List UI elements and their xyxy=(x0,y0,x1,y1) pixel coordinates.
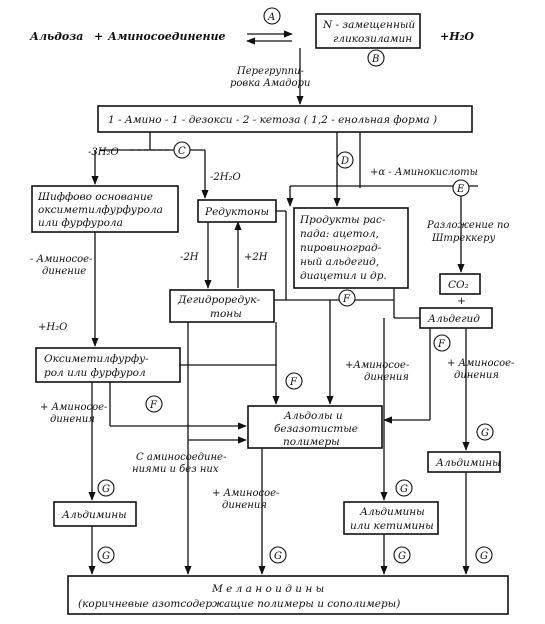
circle-f3-text: F xyxy=(437,339,446,350)
circle-a-marker xyxy=(263,7,281,25)
aldose-label: Альдоза xyxy=(29,30,83,43)
circle-g1-text: G xyxy=(481,428,489,439)
amino-c-line1: +Аминосое- xyxy=(345,360,410,371)
circle-c-marker xyxy=(173,141,191,159)
aldols-line2: безазотистые xyxy=(274,423,358,435)
glycosylamine-line1: N - замещенный xyxy=(322,19,415,31)
hmf-box xyxy=(35,347,181,383)
circle-g3-marker xyxy=(269,546,287,564)
amino-compound-label: Аминосоединение xyxy=(107,30,225,43)
circle-g3-text: G xyxy=(274,551,282,562)
amino-ketose-text: 1 - Амино - 1 - дезокси - 2 - кетоза ( 1… xyxy=(108,114,437,126)
aldehyde-text: Альдегид xyxy=(427,313,480,325)
amino-ketose-box xyxy=(97,105,473,133)
melanoidins-title: М е л а н о и д и н ы xyxy=(211,583,324,595)
minus-2h-label: -2H xyxy=(180,252,199,263)
decomposition-products-box xyxy=(293,207,409,289)
co2-text: CO₂ xyxy=(448,279,469,291)
circle-g4-text: G xyxy=(480,551,488,562)
amino-d-line1: + Аминосое- xyxy=(447,358,515,369)
minus-3h2o-label: -3H₂O xyxy=(88,147,119,158)
dehydro-line2: тоны xyxy=(210,308,242,320)
circle-b-marker xyxy=(367,49,385,67)
plus-co2-sign: + xyxy=(457,295,466,307)
strecker-line2: Штреккеру xyxy=(431,233,495,244)
amino-a-line2: динения xyxy=(50,414,95,425)
schiff-line1: Шиффово основание xyxy=(37,191,153,203)
circle-f1-text: F xyxy=(342,294,351,305)
circle-f3-marker xyxy=(433,334,451,352)
circle-b-text: B xyxy=(371,54,379,65)
ketimines-line2: или кетимины xyxy=(350,520,434,532)
schiff-line3: или фурфурола xyxy=(38,217,123,229)
products-line4: ный альдегид, xyxy=(300,256,379,268)
dehydroreductones-box xyxy=(169,289,275,323)
with-line2: ниями и без них xyxy=(132,464,219,475)
circle-g2-text: G xyxy=(102,484,110,495)
with-line1: С аминосоедине- xyxy=(136,452,227,463)
schiff-base-box xyxy=(31,185,179,233)
aldols-line3: полимеры xyxy=(283,436,340,448)
circle-g7-text: G xyxy=(102,551,110,562)
ketimines-line1: Альдимины xyxy=(359,506,425,518)
plus-h2o-label: +H₂O xyxy=(38,322,67,333)
products-line1: Продукты рас- xyxy=(299,214,386,226)
amadori-line1: Перегруппи- xyxy=(236,66,305,77)
plus-amino-acids-label: +α - Аминокислоты xyxy=(370,167,478,178)
glycosylamine-line2: гликозиламин xyxy=(333,33,412,45)
circle-g1-marker xyxy=(476,423,494,441)
plus-sign: + xyxy=(94,30,103,43)
minus-2h2o-label: -2H₂O xyxy=(210,172,241,183)
circle-g7-marker xyxy=(97,546,115,564)
circle-f2-marker xyxy=(285,372,303,390)
plus-water-label: +H₂O xyxy=(440,30,474,43)
circle-d-marker xyxy=(336,151,354,169)
amino-b-line1: + Аминосое- xyxy=(212,488,280,499)
circle-g6-text: G xyxy=(398,551,406,562)
strecker-line1: Разложение по xyxy=(426,220,509,231)
amino-b-line2: динения xyxy=(222,500,267,511)
aldols-box xyxy=(247,405,383,449)
products-line5: диацетил и др. xyxy=(300,270,387,282)
circle-e-text: E xyxy=(456,184,465,195)
minus-amino-line1: - Аминосое- xyxy=(30,254,93,265)
circle-f1-marker xyxy=(338,289,356,307)
amino-a-line1: + Аминосое- xyxy=(40,402,108,413)
circle-g4-marker xyxy=(475,546,493,564)
aldols-line1: Альдолы и xyxy=(283,410,343,422)
reductones-text: Редуктоны xyxy=(204,206,269,218)
hmf-line1: Оксиметилфурфу- xyxy=(44,353,149,365)
products-line3: пировиноград- xyxy=(300,242,382,254)
circle-g5-text: G xyxy=(400,484,408,495)
circle-g5-marker xyxy=(395,479,413,497)
glycosylamine-box xyxy=(315,13,421,49)
circle-d-text: D xyxy=(340,156,349,167)
amino-d-line2: динения xyxy=(454,370,499,381)
products-line2: пада: ацетол, xyxy=(300,228,379,240)
amadori-line2: ровка Амадори xyxy=(230,78,310,89)
co2-box xyxy=(439,273,481,295)
circle-a-text: A xyxy=(267,12,275,23)
plus-2h-label: +2H xyxy=(244,252,268,263)
ketimines-box xyxy=(343,501,439,535)
amino-c-line2: динения xyxy=(364,372,409,383)
circle-f2-text: F xyxy=(289,377,298,388)
schiff-line2: оксиметилфурфурола xyxy=(38,204,163,216)
melanoidins-subtitle: (коричневые азотсодержащие полимеры и со… xyxy=(78,598,400,610)
circle-f4-text: F xyxy=(149,400,158,411)
aldimines-right-box xyxy=(427,451,501,473)
aldimines-left-text: Альдимины xyxy=(61,509,127,521)
aldimines-right-text: Альдимины xyxy=(435,457,501,469)
circle-g2-marker xyxy=(97,479,115,497)
aldimines-left-box xyxy=(53,501,137,527)
minus-amino-line2: динение xyxy=(42,266,86,277)
circle-f4-marker xyxy=(145,395,163,413)
dehydro-line1: Дегидроредук- xyxy=(177,294,260,306)
circle-g6-marker xyxy=(393,546,411,564)
melanoidins-box xyxy=(67,575,509,615)
hmf-line2: рол или фурфурол xyxy=(44,367,146,379)
circle-c-text: C xyxy=(178,146,186,157)
